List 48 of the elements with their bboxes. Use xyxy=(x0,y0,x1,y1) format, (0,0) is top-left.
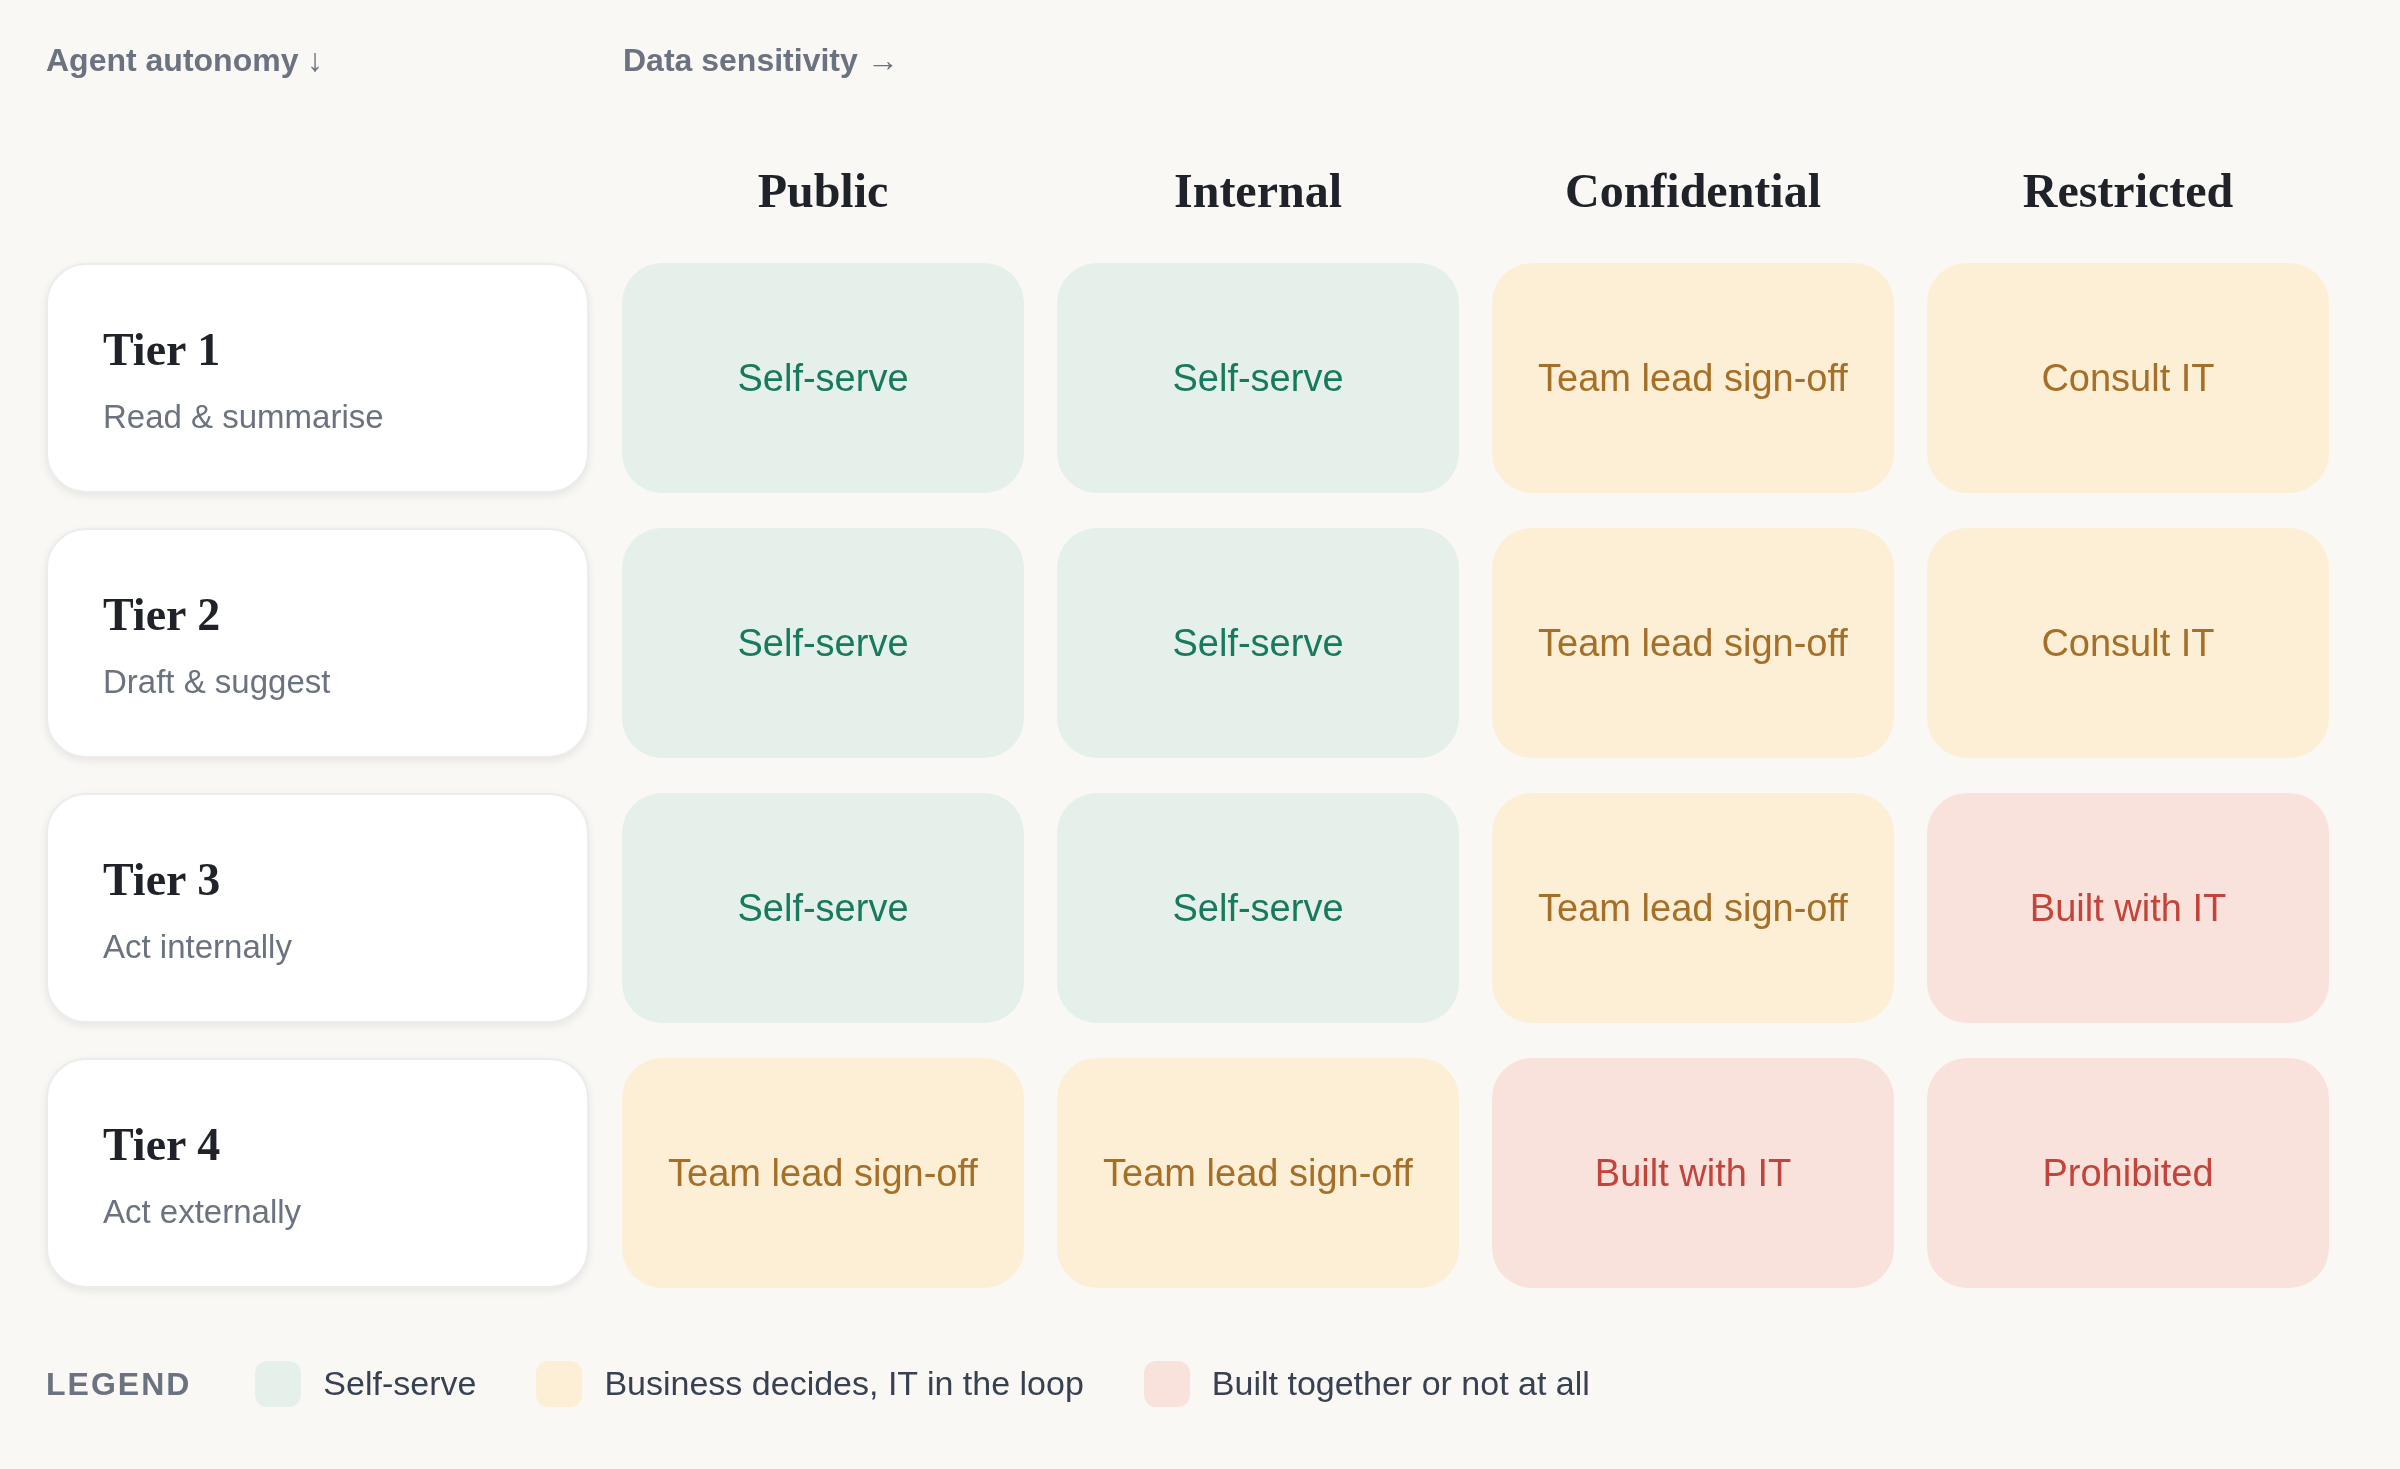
tier-title: Tier 2 xyxy=(103,587,222,642)
policy-text: Prohibited xyxy=(2042,1150,2214,1196)
policy-tile xyxy=(622,1058,1024,1288)
policy-text: Self-serve xyxy=(737,885,909,931)
tier-card xyxy=(46,263,589,493)
tier-title: Tier 1 xyxy=(103,322,222,377)
policy-text: Consult IT xyxy=(2041,355,2215,401)
policy-tile xyxy=(1927,793,2329,1023)
policy-text: Team lead sign-off xyxy=(1538,620,1848,666)
policy-tile xyxy=(1492,1058,1894,1288)
policy-tile xyxy=(1927,1058,2329,1288)
tier-description: Draft & suggest xyxy=(103,661,332,702)
policy-text: Team lead sign-off xyxy=(1103,1150,1413,1196)
policy-text: Consult IT xyxy=(2041,620,2215,666)
policy-text: Built with IT xyxy=(2029,885,2227,931)
policy-text: Self-serve xyxy=(1172,355,1344,401)
legend-title: LEGEND xyxy=(46,1364,192,1404)
policy-text: Self-serve xyxy=(737,620,909,666)
legend-text: Business decides, IT in the loop xyxy=(604,1363,1084,1404)
policy-text: Self-serve xyxy=(1172,885,1344,931)
policy-text: Team lead sign-off xyxy=(668,1150,978,1196)
column-header: Confidential xyxy=(1565,163,1821,219)
axis-label: Data sensitivity → xyxy=(623,41,899,80)
tier-title: Tier 4 xyxy=(103,1117,222,1172)
policy-text: Self-serve xyxy=(1172,620,1344,666)
policy-tile xyxy=(1492,793,1894,1023)
policy-text: Team lead sign-off xyxy=(1538,355,1848,401)
policy-tile xyxy=(1927,528,2329,758)
axis-label: Agent autonomy ↓ xyxy=(46,41,325,80)
tier-title: Tier 3 xyxy=(103,852,222,907)
tier-card xyxy=(46,793,589,1023)
policy-tile xyxy=(1492,528,1894,758)
policy-tile xyxy=(1492,263,1894,493)
tier-card xyxy=(46,1058,589,1288)
tier-description: Act internally xyxy=(103,926,293,967)
policy-text: Team lead sign-off xyxy=(1538,885,1848,931)
tier-card xyxy=(46,528,589,758)
policy-tile xyxy=(1927,263,2329,493)
legend-text: Built together or not at all xyxy=(1211,1363,1590,1404)
tier-description: Read & summarise xyxy=(103,396,385,437)
column-header: Internal xyxy=(1174,163,1342,219)
column-header: Public xyxy=(757,163,889,219)
column-header: Restricted xyxy=(2022,163,2234,219)
legend-text: Self-serve xyxy=(323,1363,477,1404)
policy-text: Self-serve xyxy=(737,355,909,401)
policy-tile xyxy=(1057,1058,1459,1288)
policy-text: Built with IT xyxy=(1594,1150,1792,1196)
tier-description: Act externally xyxy=(103,1191,303,1232)
